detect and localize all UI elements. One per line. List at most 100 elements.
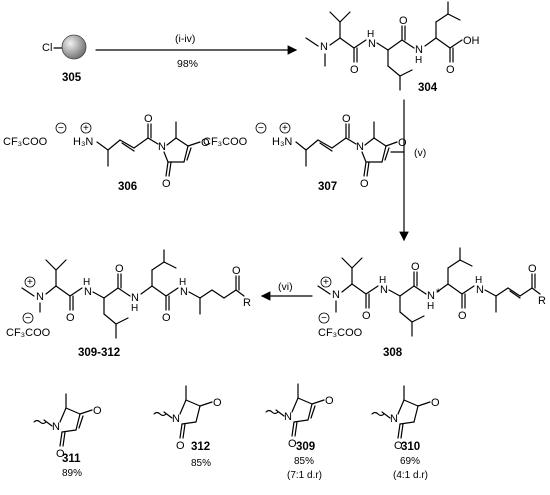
condition-step-3: (vi) [278, 281, 293, 293]
label-309: 309 [296, 441, 315, 453]
arrow-step-2: (v) [390, 99, 426, 242]
label-304: 304 [418, 82, 438, 94]
svg-text:N: N [356, 141, 364, 153]
svg-text:H: H [427, 301, 434, 312]
svg-text:H: H [367, 29, 374, 40]
svg-text:N: N [390, 413, 398, 425]
svg-text:O: O [350, 64, 359, 76]
svg-text:N: N [284, 411, 292, 423]
yield-310: 69% [400, 456, 420, 467]
svg-text:−: − [321, 313, 327, 324]
label-309-312: 309-312 [78, 347, 120, 359]
arrow-step-1: (i-iv) 98% [95, 33, 298, 70]
svg-text:O: O [56, 448, 65, 460]
svg-text:O: O [399, 15, 408, 27]
svg-text:O: O [446, 64, 455, 76]
svg-text:N: N [332, 289, 340, 301]
dr-309: (7:1 d.r) [287, 470, 322, 481]
svg-text:O: O [162, 312, 171, 324]
label-312: 312 [191, 441, 210, 453]
rgroup-310: N O O 310 69% (4:1 d.r) [371, 385, 440, 481]
svg-text:O: O [528, 263, 537, 275]
svg-text:H₃N: H₃N [73, 136, 93, 148]
svg-text:H: H [179, 277, 186, 288]
yield-312: 85% [191, 458, 211, 469]
svg-text:O: O [144, 113, 153, 125]
svg-text:O: O [176, 440, 185, 452]
svg-text:O: O [362, 310, 371, 322]
compound-307: CF₃COO − + H₃N O N O O 307 [203, 113, 407, 193]
svg-text:N: N [368, 38, 376, 50]
svg-text:O: O [232, 265, 241, 277]
dr-310: (4:1 d.r) [393, 470, 428, 481]
svg-text:O: O [115, 263, 124, 275]
svg-text:N: N [380, 284, 388, 296]
yield-311: 89% [62, 468, 82, 479]
svg-text:O: O [342, 113, 351, 125]
svg-text:−: − [58, 123, 64, 134]
svg-text:CF₃COO: CF₃COO [203, 136, 248, 148]
condition-step-2: (v) [414, 147, 426, 159]
svg-text:R: R [243, 297, 251, 309]
label-310: 310 [401, 441, 420, 453]
svg-text:R: R [538, 295, 546, 307]
label-311: 311 [62, 453, 81, 465]
svg-text:O: O [411, 261, 420, 273]
condition-step-1: (i-iv) [175, 33, 195, 45]
svg-text:−: − [25, 313, 31, 324]
svg-text:O: O [288, 438, 297, 450]
label-307: 307 [318, 181, 337, 193]
svg-text:O: O [213, 397, 222, 409]
svg-text:N: N [476, 284, 484, 296]
label-306: 306 [118, 181, 137, 193]
svg-text:O: O [66, 312, 75, 324]
svg-text:O: O [93, 405, 102, 417]
svg-text:H: H [131, 303, 138, 314]
arrow-step-3: (vi) [260, 281, 313, 301]
svg-text:O: O [431, 397, 440, 409]
svg-text:H: H [415, 55, 422, 66]
svg-text:O: O [162, 178, 171, 190]
svg-text:+: + [83, 123, 89, 134]
svg-text:O: O [360, 178, 369, 190]
compound-306: CF₃COO − + H₃N O N O O 306 [3, 113, 210, 193]
svg-text:+: + [323, 277, 329, 288]
svg-text:CF₃COO: CF₃COO [6, 327, 51, 339]
svg-text:N: N [427, 290, 435, 302]
svg-text:H: H [83, 277, 90, 288]
svg-text:N: N [415, 44, 423, 56]
svg-text:O: O [325, 395, 334, 407]
svg-text:CF₃COO: CF₃COO [3, 136, 48, 148]
svg-text:N: N [180, 286, 188, 298]
svg-text:−: − [258, 123, 264, 134]
svg-text:O: O [394, 440, 403, 452]
svg-text:O: O [458, 310, 467, 322]
rgroup-309: N O O 309 85% (7:1 d.r) [265, 383, 334, 481]
svg-text:N: N [84, 286, 92, 298]
svg-text:H₃N: H₃N [272, 136, 292, 148]
resin-bead-icon [61, 34, 87, 60]
label-308: 308 [383, 347, 403, 359]
svg-text:N: N [320, 41, 328, 53]
rgroup-311: N O O 311 89% [33, 393, 102, 479]
svg-text:H: H [379, 275, 386, 286]
chlorine-label: Cl [42, 42, 52, 54]
svg-text:N: N [131, 292, 139, 304]
compound-309-312: + N O H N O N H O H N [6, 249, 251, 359]
svg-text:+: + [27, 277, 33, 288]
svg-text:N: N [172, 413, 180, 425]
rgroup-312: N O O 312 85% [153, 385, 222, 469]
compound-305: Cl 305 [42, 34, 87, 84]
label-305: 305 [62, 72, 82, 84]
svg-text:N: N [36, 291, 44, 303]
svg-text:H: H [475, 275, 482, 286]
svg-text:OH: OH [463, 35, 480, 47]
svg-text:+: + [282, 123, 288, 134]
svg-text:N: N [158, 141, 166, 153]
compound-308: + N O H N O N H * O H [317, 247, 546, 359]
svg-text:N: N [52, 421, 60, 433]
compound-304: N O H N O N H O [305, 1, 480, 94]
yield-step-1: 98% [177, 58, 198, 70]
yield-309: 85% [294, 456, 314, 467]
